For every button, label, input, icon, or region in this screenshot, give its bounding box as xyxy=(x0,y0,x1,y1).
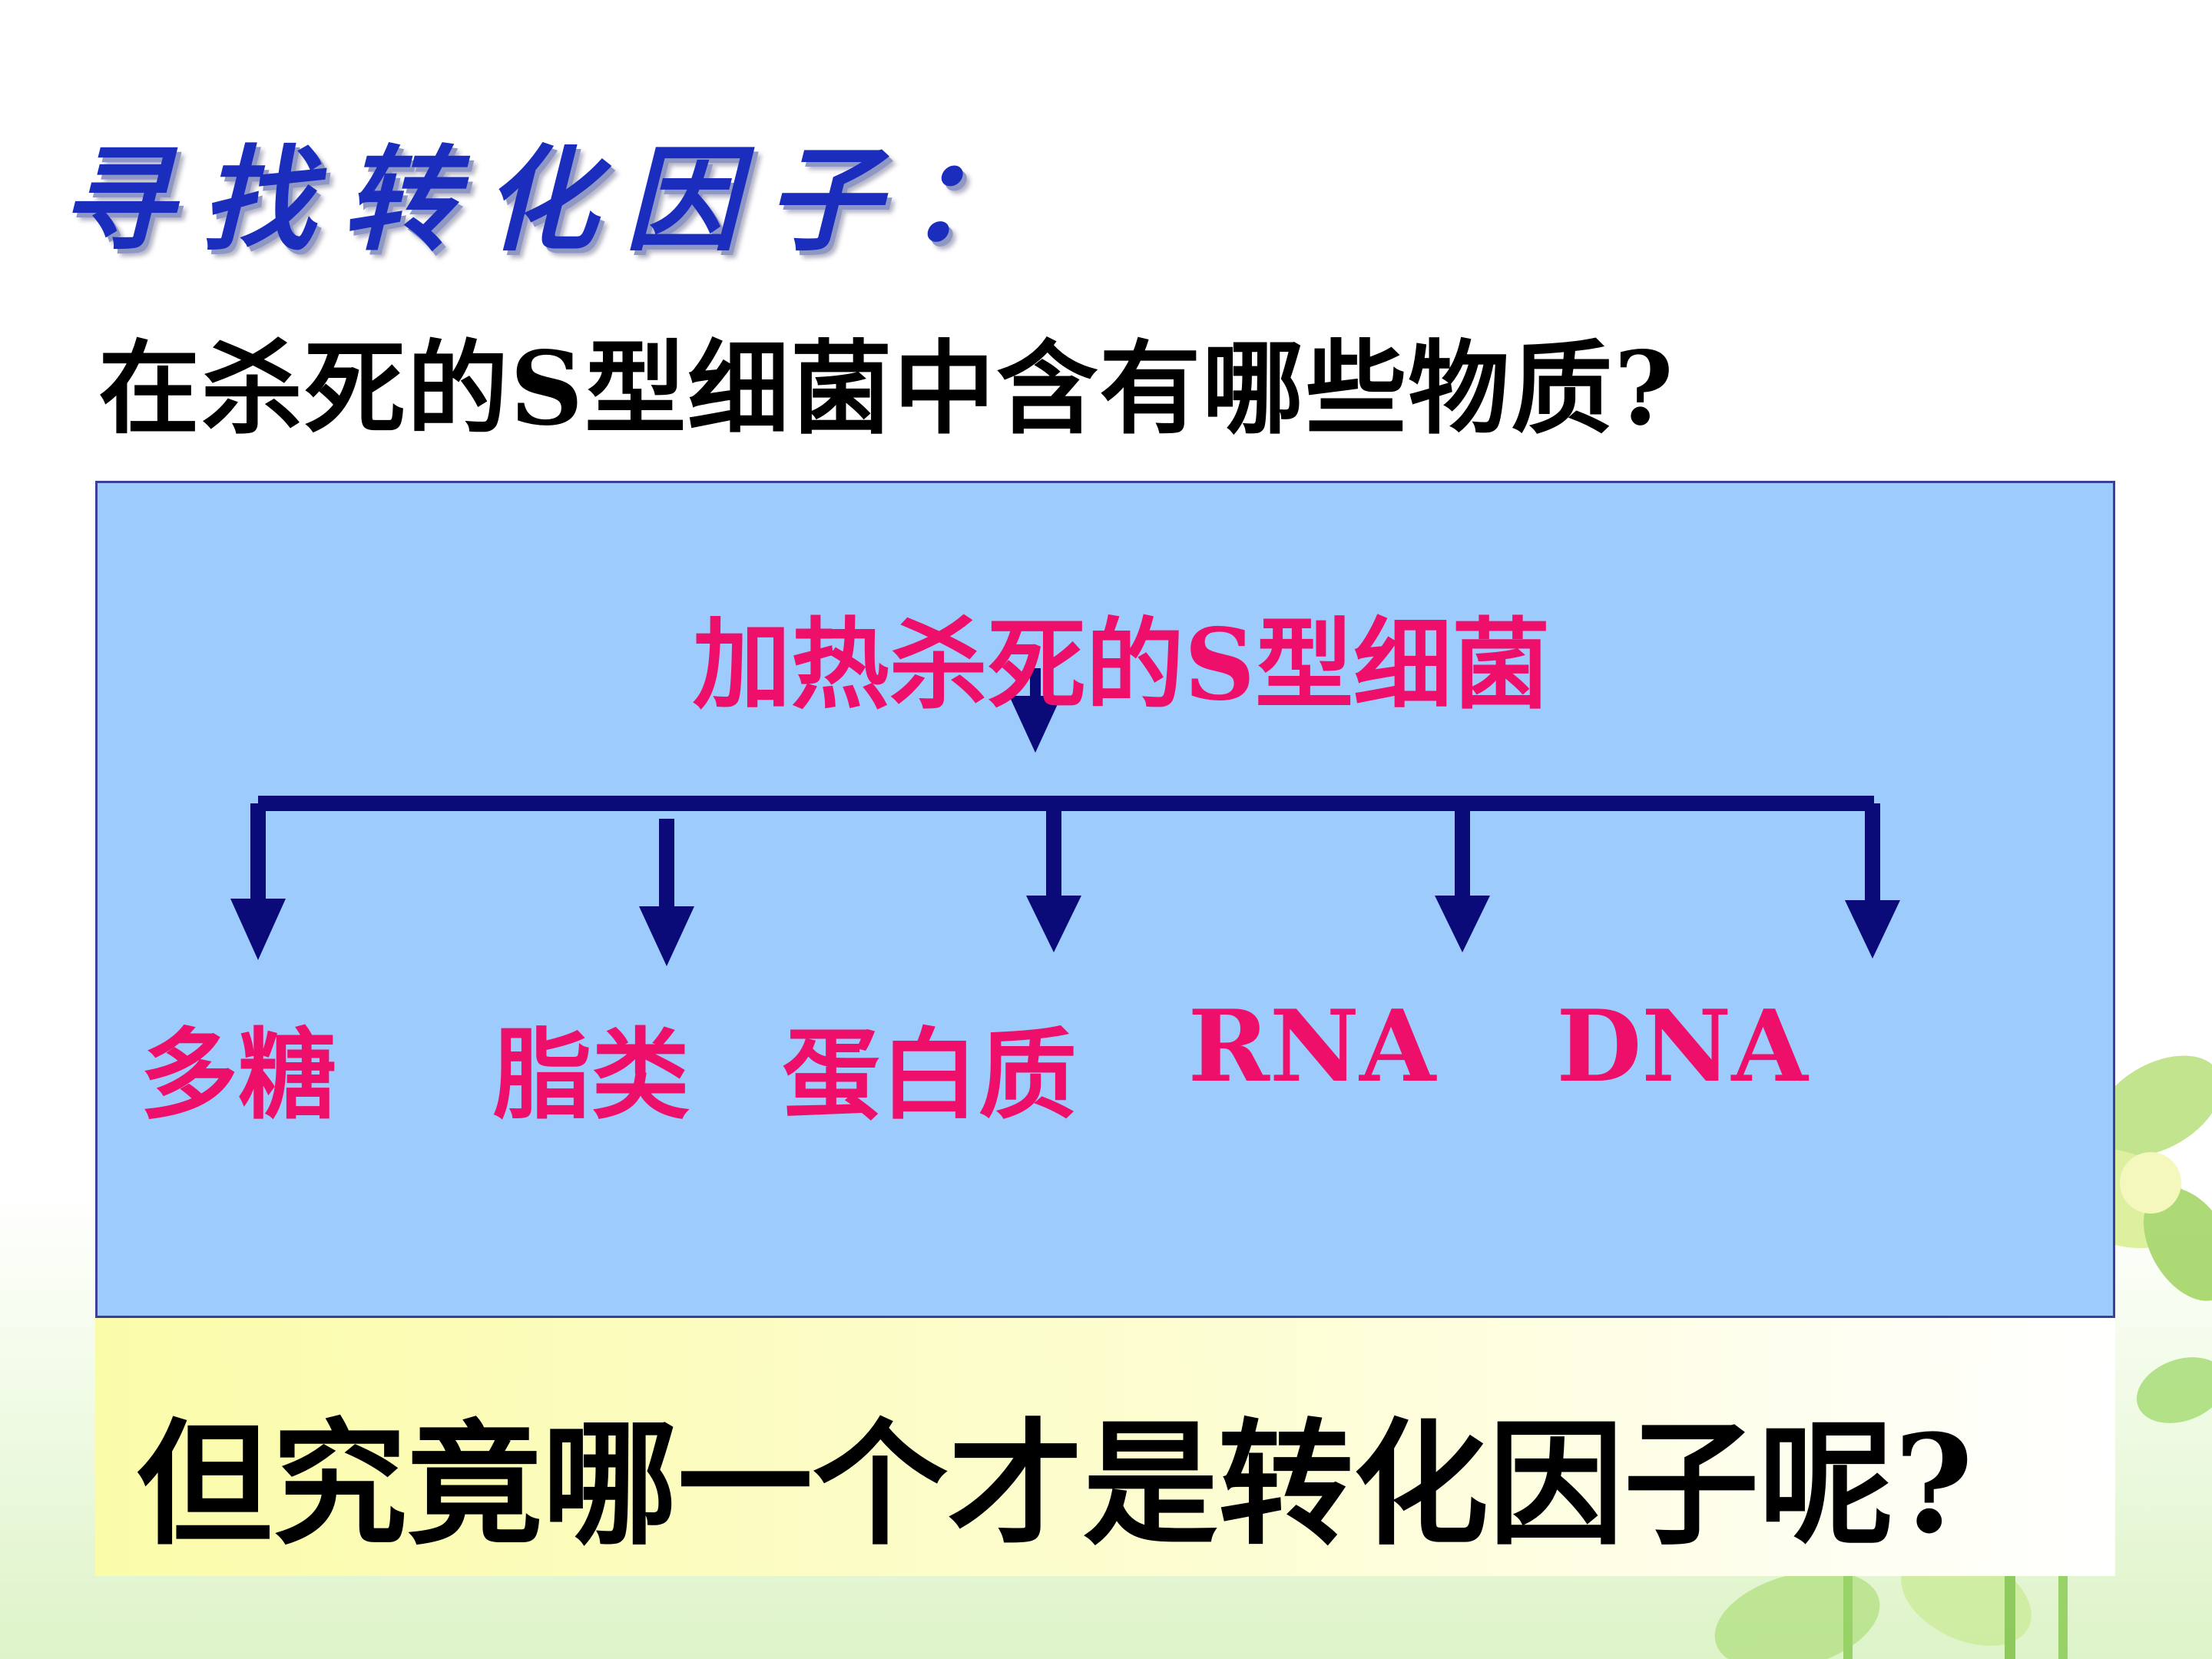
leaf-arrow-stem-2 xyxy=(659,819,674,911)
bottom-panel xyxy=(95,1318,2115,1576)
leaf-label-polysaccharide: 多糖 xyxy=(139,1018,336,1133)
leaf-label-lipid: 脂类 xyxy=(492,1018,690,1133)
root-arrow-head xyxy=(1009,696,1061,753)
leaf-arrow-stem-5 xyxy=(1865,803,1880,906)
root-node-label: 加热杀死的S型细菌 xyxy=(692,608,1551,723)
question-text: 在杀死的S型细菌中含有哪些物质? xyxy=(98,329,1675,449)
leaf-arrow-head-1 xyxy=(230,899,286,960)
diagram-panel xyxy=(95,481,2115,1318)
root-arrow-stem xyxy=(1030,668,1041,699)
slide-title: 寻找转化因子： xyxy=(60,133,1049,267)
leaf-arrow-stem-1 xyxy=(250,803,266,903)
conclusion-question: 但究竟哪一个才是转化因子呢? xyxy=(137,1405,1974,1564)
leaf-arrow-head-5 xyxy=(1845,900,1900,959)
leaf-arrow-head-4 xyxy=(1435,896,1490,952)
branch-bar xyxy=(258,796,1874,811)
leaf-arrow-head-2 xyxy=(639,906,694,966)
leaf-arrow-head-3 xyxy=(1026,896,1081,952)
leaf-label-dna: DNA xyxy=(1556,989,1808,1104)
leaf-label-rna: RNA xyxy=(1187,989,1436,1104)
leaf-label-protein: 蛋白质 xyxy=(781,1018,1077,1133)
leaf-arrow-stem-4 xyxy=(1455,803,1470,903)
leaf-arrow-stem-3 xyxy=(1046,803,1061,903)
